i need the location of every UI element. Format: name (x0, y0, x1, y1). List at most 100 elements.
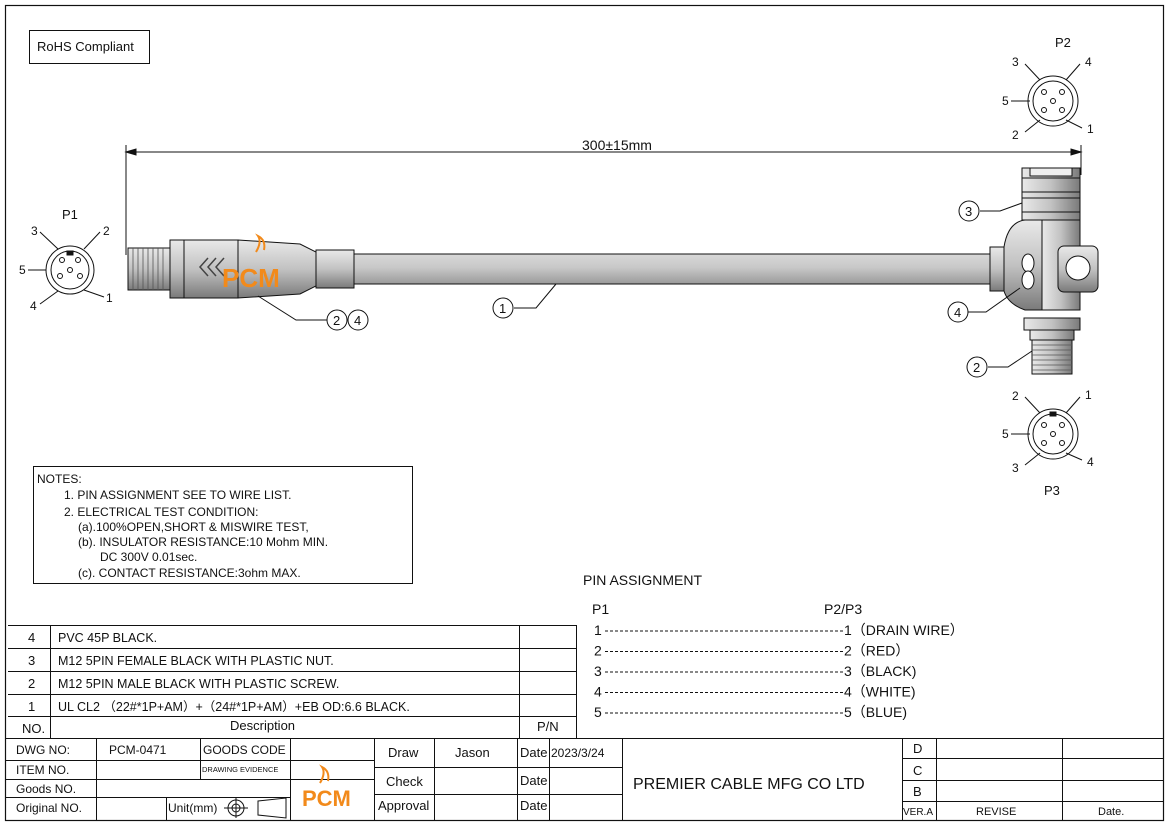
bom-header-no: NO. (22, 721, 45, 736)
pin-row-from: 1 (594, 622, 602, 638)
note-line-4: (b). INSULATOR RESISTANCE:10 Mohm MIN. (78, 535, 328, 549)
pcm-logo: PCM (302, 764, 351, 811)
dwg-no-label: DWG NO: (16, 743, 70, 757)
p1-label: P1 (62, 207, 78, 222)
rohs-box: RoHS Compliant (29, 30, 150, 64)
pin-row-to: 4（WHITE) (844, 684, 916, 700)
balloon-cable: 1 (492, 297, 514, 319)
p3-pin-5: 5 (1002, 427, 1009, 441)
notes-box: NOTES: 1. PIN ASSIGNMENT SEE TO WIRE LIS… (33, 466, 413, 584)
svg-text:4: 4 (354, 313, 361, 328)
pin-row-to: 3（BLACK) (844, 663, 916, 679)
dimension-line (124, 145, 1083, 255)
bom-header-pn: P/N (537, 719, 559, 734)
draw-name: Jason (455, 745, 490, 760)
notes-title: NOTES: (37, 472, 82, 486)
pin-assignment-col-right: P2/P3 (824, 601, 862, 617)
ver-label: VER.A (903, 807, 933, 818)
rev-letter-d: D (913, 741, 922, 756)
logo-text-upper: PCM (222, 263, 280, 293)
rev-letter-b: B (913, 784, 922, 799)
dimension-label: 300±15mm (582, 137, 652, 153)
original-no-label: Original NO. (16, 801, 82, 815)
p2-pin-4: 4 (1085, 55, 1092, 69)
cable-body (353, 253, 991, 285)
bom-table (8, 625, 577, 738)
revise-label: REVISE (976, 806, 1016, 818)
check-label: Check (386, 774, 423, 789)
bom-row-desc: M12 5PIN FEMALE BLACK WITH PLASTIC NUT. (58, 654, 334, 668)
note-line-3: (a).100%OPEN,SHORT & MISWIRE TEST, (78, 520, 309, 534)
p3-pin-2: 2 (1012, 389, 1019, 403)
svg-text:2: 2 (973, 360, 980, 375)
svg-text:PCM: PCM (302, 786, 351, 811)
p3-pin-3: 3 (1012, 461, 1019, 475)
tee-connector (989, 167, 1099, 375)
draw-label: Draw (388, 745, 419, 760)
balloon-pvc-4: 4 (347, 309, 369, 331)
p1-pin-5: 5 (19, 263, 26, 277)
bom-row-no: 2 (28, 676, 35, 691)
p2-pin-1: 1 (1087, 122, 1094, 136)
projection-symbol-icon (224, 797, 287, 819)
pcm-logo-watermark: PCM (222, 233, 280, 293)
p2-pin-3: 3 (1012, 55, 1019, 69)
rev-letter-c: C (913, 763, 922, 778)
male-connector (127, 239, 355, 299)
company-name: PREMIER CABLE MFG CO LTD (633, 776, 865, 793)
bom-row-desc: PVC 45P BLACK. (58, 631, 157, 645)
p1-pin-1: 1 (106, 291, 113, 305)
pin-row-to: 5（BLUE) (844, 704, 907, 720)
balloon-molding-2: 2 (326, 309, 348, 331)
pin-assignment-col-left: P1 (592, 601, 609, 617)
note-line-5: DC 300V 0.01sec. (100, 550, 197, 564)
bom-row-no: 3 (28, 653, 35, 668)
p2-pin-2: 2 (1012, 128, 1019, 142)
date-label-2: Date (520, 773, 547, 788)
pin-row-from: 5 (594, 704, 602, 720)
pin-row-from: 2 (594, 643, 602, 659)
bom-row-desc: M12 5PIN MALE BLACK WITH PLASTIC SCREW. (58, 677, 339, 691)
svg-text:4: 4 (954, 305, 961, 320)
rohs-label: RoHS Compliant (37, 39, 134, 54)
item-no-label: ITEM NO. (16, 763, 69, 777)
p2-pin-5: 5 (1002, 94, 1009, 108)
approval-label: Approval (378, 798, 429, 813)
p1-pin-2: 2 (103, 224, 110, 238)
date-label-3: Date (520, 798, 547, 813)
pin-assignment-title: PIN ASSIGNMENT (583, 572, 702, 588)
svg-text:3: 3 (965, 204, 972, 219)
pin-row-to: 1（DRAIN WIRE） (844, 622, 964, 638)
bom-row-no: 4 (28, 630, 35, 645)
goods-code-label: GOODS CODE (203, 743, 286, 757)
date-label-1: Date (520, 745, 547, 760)
drawing-evidence-label: DRAWING EVIDENCE (202, 765, 278, 774)
p2-pin-face (1011, 63, 1083, 133)
p3-label: P3 (1044, 483, 1060, 498)
svg-text:2: 2 (333, 313, 340, 328)
bom-row-desc: UL CL2 （22#*1P+AM）+（24#*1P+AM）+EB OD:6.6… (58, 700, 410, 714)
unit-label: Unit(mm) (168, 801, 217, 815)
note-line-6: (c). CONTACT RESISTANCE:3ohm MAX. (78, 566, 301, 580)
drawing-frame (4, 4, 1165, 822)
p3-pin-face (1011, 396, 1083, 466)
p3-pin-1: 1 (1085, 388, 1092, 402)
note-line-2: 2. ELECTRICAL TEST CONDITION: (64, 505, 258, 519)
balloon-nut-3: 3 (958, 200, 980, 222)
note-line-1: 1. PIN ASSIGNMENT SEE TO WIRE LIST. (64, 488, 291, 502)
dwg-no-value: PCM-0471 (109, 743, 167, 757)
p1-pin-face (28, 231, 105, 305)
balloon-molding-2-right: 2 (966, 356, 988, 378)
p2-label: P2 (1055, 35, 1071, 50)
pin-row-from: 3 (594, 663, 602, 679)
balloon-pvc-4-right: 4 (947, 301, 969, 323)
pin-row-from: 4 (594, 684, 602, 700)
p1-pin-4: 4 (30, 299, 37, 313)
date-value: 2023/3/24 (551, 746, 605, 760)
goods-no-label: Goods NO. (16, 782, 76, 796)
svg-text:1: 1 (499, 301, 506, 316)
balloon-leaders (257, 202, 1033, 368)
title-block (6, 738, 1163, 820)
